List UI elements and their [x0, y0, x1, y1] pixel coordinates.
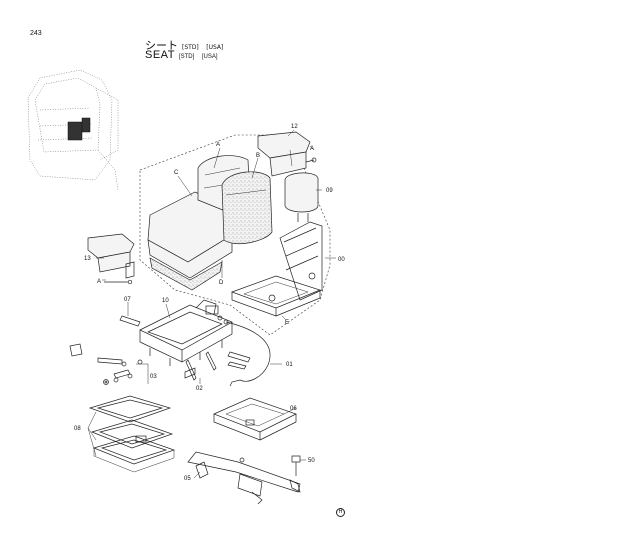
letter-a-seat: A: [216, 142, 220, 148]
callout-05: 05: [184, 476, 191, 482]
callout-13: 13: [84, 256, 91, 262]
title-jp-text: シート: [145, 39, 178, 52]
armrest-right: [257, 131, 317, 177]
page-number: 243: [30, 30, 42, 37]
callout-06: 06: [290, 406, 297, 412]
callout-12: 12: [291, 124, 298, 130]
adjust-lever: [187, 451, 301, 505]
lever-bolt: [291, 455, 301, 476]
callout-labels: 12 09 00 13 07 10 01 03 02 06 08 50 05 A…: [74, 124, 345, 482]
letter-b: B: [256, 153, 260, 159]
headrest: [284, 172, 319, 222]
callout-02: 02: [196, 386, 203, 392]
seat-back-cover: [221, 171, 273, 244]
callout-50: 50: [308, 458, 315, 464]
callout-08: 08: [74, 426, 81, 432]
mounting-frame-set: [88, 395, 176, 473]
title-japanese: シート [STD] [USA]: [145, 37, 223, 53]
tag-usa: [USA]: [206, 44, 224, 51]
callout-10: 10: [162, 298, 169, 304]
letter-a-armrest-right: A: [310, 146, 314, 152]
cab-seat-highlight: [67, 121, 83, 141]
callout-09: 09: [326, 188, 333, 194]
seat-frame: [230, 221, 323, 317]
title-en-text: SEAT: [145, 49, 175, 61]
callout-00: 00: [338, 257, 345, 263]
tag-std-en: [STD]: [178, 54, 195, 60]
letter-a-armrest-left: A: [97, 279, 101, 285]
tag-usa-en: [USA]: [201, 54, 218, 60]
seat-slide-base: [139, 299, 233, 379]
letter-e: E: [285, 320, 289, 326]
manufacturer-logo: H: [336, 508, 345, 517]
callout-03: 03: [150, 374, 157, 380]
callout-07: 07: [124, 297, 131, 303]
leader-lines: [87, 129, 336, 479]
letter-c: C: [174, 170, 179, 176]
mount-bracket-set: [69, 315, 251, 379]
bolt-set: [103, 359, 143, 385]
callout-01: 01: [286, 362, 293, 368]
suspension-plate: [213, 397, 297, 441]
tag-std: [STD]: [182, 44, 199, 51]
slide-rails: [185, 351, 217, 381]
cab-thumbnail: [27, 69, 119, 191]
cab-armrest-highlight: [81, 117, 91, 133]
letter-d: D: [219, 280, 224, 286]
release-cable: [225, 321, 271, 387]
armrest-left: [87, 233, 135, 285]
title-english: SEAT[STD] [USA]: [145, 49, 218, 61]
